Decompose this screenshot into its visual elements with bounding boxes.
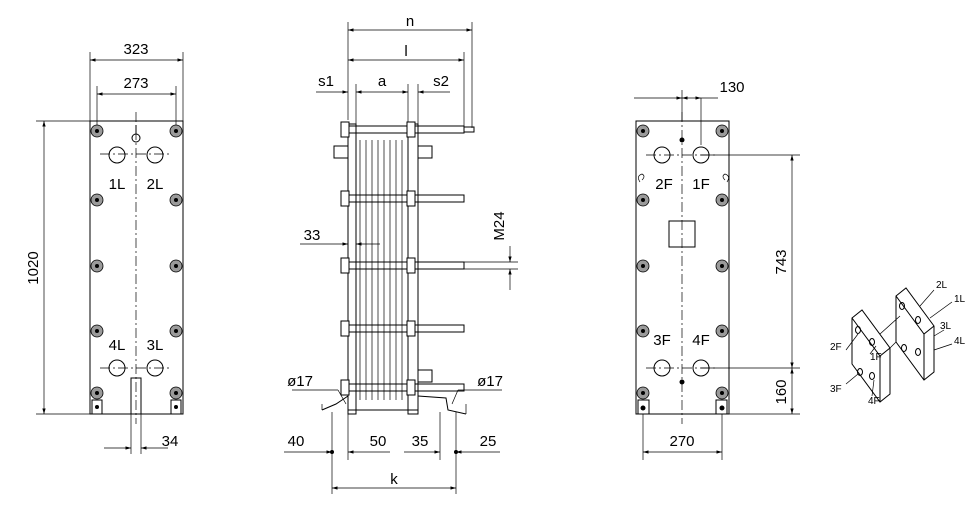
front-frame-plate <box>89 120 184 415</box>
iso-view <box>845 287 953 403</box>
front-port-3l-label: 3L <box>147 337 164 354</box>
back-frame-plate <box>635 120 730 415</box>
back-port-3f-label: 3F <box>653 332 671 349</box>
front-width-dim: 323 <box>123 41 148 58</box>
side-dim-n: n <box>406 13 414 30</box>
iso-label-2l: 2L <box>936 280 948 291</box>
side-dim-k: k <box>390 471 398 488</box>
side-view <box>284 22 518 494</box>
back-dim-foot-width: 270 <box>669 433 694 450</box>
side-dim-hole-right: ø17 <box>477 373 503 390</box>
iso-label-3f: 3F <box>830 384 842 395</box>
side-tie-bars <box>340 121 475 396</box>
front-view <box>36 52 184 454</box>
side-dim-foot-right-a: 35 <box>412 433 429 450</box>
front-foot-dim: 34 <box>162 433 179 450</box>
iso-label-1l: 1L <box>954 294 966 305</box>
side-dim-hole-left: ø17 <box>287 373 313 390</box>
iso-label-2f: 2F <box>830 342 842 353</box>
side-dim-bolt: M24 <box>491 211 508 240</box>
back-dim-bottom: 160 <box>773 379 790 404</box>
side-dim-foot-right-b: 25 <box>480 433 497 450</box>
back-bolts <box>636 124 729 400</box>
iso-label-1f: 1F <box>870 352 882 363</box>
iso-label-4l: 4L <box>954 336 966 347</box>
back-view <box>634 90 800 460</box>
side-plate-pack <box>359 140 403 400</box>
front-bolt-width-dim: 273 <box>123 75 148 92</box>
back-port-1f-label: 1F <box>692 176 710 193</box>
iso-label-4f: 4F <box>868 396 880 407</box>
front-port-3l <box>146 359 164 377</box>
back-port-2f <box>653 146 671 164</box>
side-dim-s2: s2 <box>433 73 449 90</box>
front-port-2l-label: 2L <box>147 176 164 193</box>
side-dim-foot-left-b: 50 <box>370 433 387 450</box>
front-port-4l <box>108 359 126 377</box>
front-height-dim: 1020 <box>25 251 42 284</box>
front-port-1l-label: 1L <box>109 176 126 193</box>
back-dim-offset: 130 <box>719 79 744 96</box>
side-dim-s1: s1 <box>318 73 334 90</box>
front-port-2l <box>146 146 164 164</box>
iso-label-3l: 3L <box>940 321 952 332</box>
side-dim-a: a <box>378 73 387 90</box>
side-dim-l: l <box>404 43 407 60</box>
back-nameplate <box>668 220 696 248</box>
back-port-2f-label: 2F <box>655 176 673 193</box>
front-port-1l <box>108 146 126 164</box>
side-dim-plate-pitch: 33 <box>304 227 321 244</box>
front-port-4l-label: 4L <box>109 337 126 354</box>
back-dim-port-spacing: 743 <box>773 249 790 274</box>
back-port-3f <box>653 359 671 377</box>
back-port-4f-label: 4F <box>692 332 710 349</box>
side-dim-foot-left-a: 40 <box>288 433 305 450</box>
front-bolts <box>90 124 183 400</box>
